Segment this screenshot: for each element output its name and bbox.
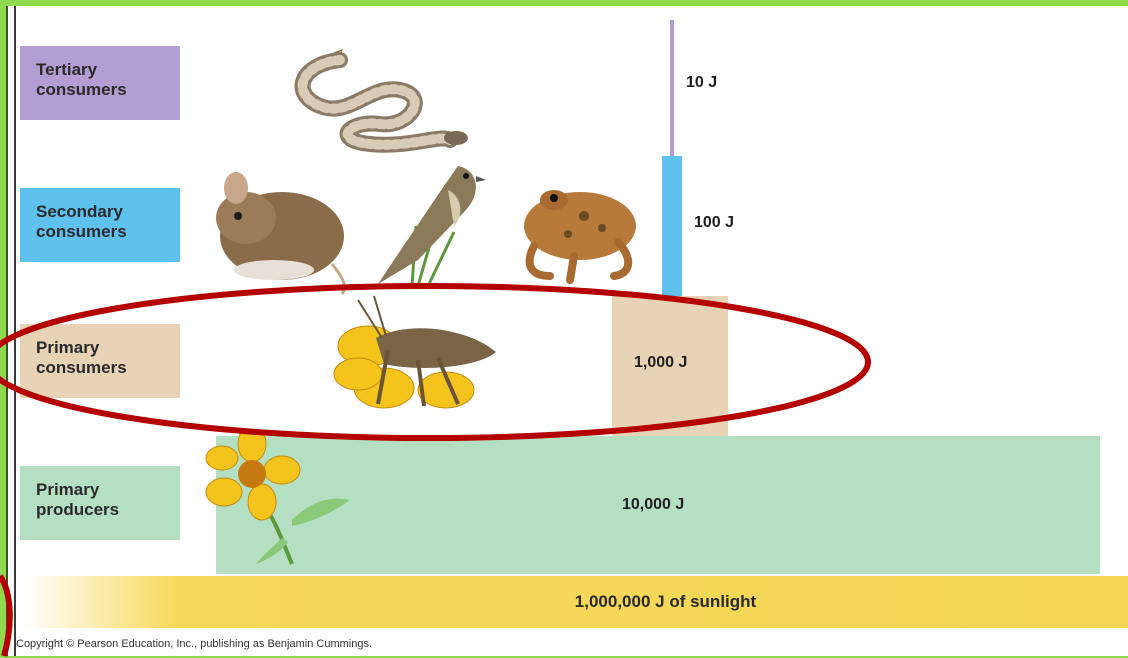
highlight-arc-corner: [0, 576, 10, 656]
highlight-ellipse: [0, 286, 868, 438]
